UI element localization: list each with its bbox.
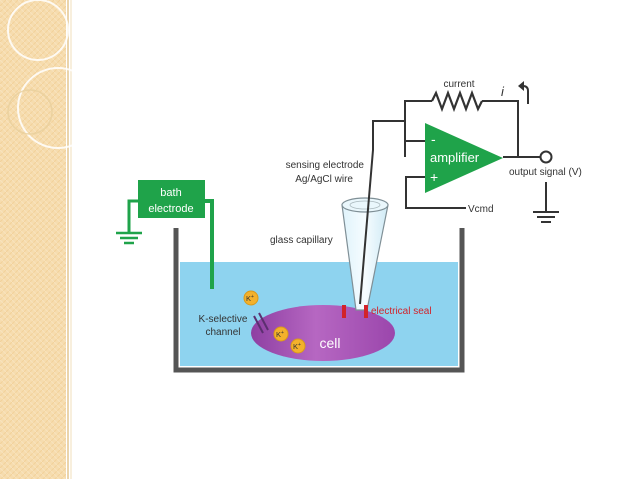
cell: cell [251,305,395,361]
k-selective-label-line1: K-selective [199,314,248,325]
current-resistor-icon [431,89,483,113]
bath-electrode: bath electrode [116,180,214,289]
bath-electrode-box [138,180,205,218]
k-ion-symbol: K+ [293,342,301,351]
k-ion-inside-2: K+ [290,338,306,354]
bath-ground-wire [127,199,138,232]
decor-ring-top [7,0,69,61]
bath-electrode-wire [205,199,214,289]
current-symbol: i [501,84,505,99]
sensing-electrode: sensing electrode Ag/AgCl wire [286,120,405,305]
output-signal-label: output signal (V) [509,167,582,178]
glass-capillary: glass capillary [270,197,389,311]
output-circuit: output signal (V) [503,150,582,223]
cell-label: cell [319,335,340,351]
k-ion-outside: K+ [243,290,259,306]
vcmd-wire [405,176,466,209]
amplifier-label: amplifier [430,150,480,165]
bath-electrode-label-line1: bath [160,187,181,199]
electrical-seal-label: electrical seal [371,306,432,317]
amplifier: - amplifier + Vcmd [404,121,503,215]
sensing-electrode-label-line1: sensing electrode [286,160,365,171]
k-ion-symbol: K+ [246,294,254,303]
bath-ground-icon [116,231,142,245]
k-ion-symbol: K+ [276,330,284,339]
k-selective-channel: K-selective channel [199,312,269,338]
output-terminal-icon [539,150,553,164]
amplifier-minus-input-wire [404,121,425,142]
output-ground-icon [533,211,559,223]
amplifier-minus-label: - [431,131,436,147]
sidebar-decoration [0,0,99,479]
k-selective-label-line2: channel [205,327,240,338]
feedback-wire-top-right [482,100,519,157]
sensing-electrode-label-line2: Ag/AgCl wire [295,174,353,185]
bath-electrode-label-line2: electrode [148,203,193,215]
cell-body [251,305,395,361]
k-ion-inside-1: K+ [273,326,289,342]
amplifier-triangle [425,123,503,193]
sensing-wire [359,120,405,305]
amplifier-plus-label: + [430,169,438,185]
glass-capillary-label: glass capillary [270,235,333,246]
decor-ring-lower [7,89,53,135]
current-label: current [443,79,474,90]
vcmd-label: Vcmd [468,204,494,215]
decor-ring-middle [17,67,99,149]
electrical-seal: electrical seal [342,305,432,318]
